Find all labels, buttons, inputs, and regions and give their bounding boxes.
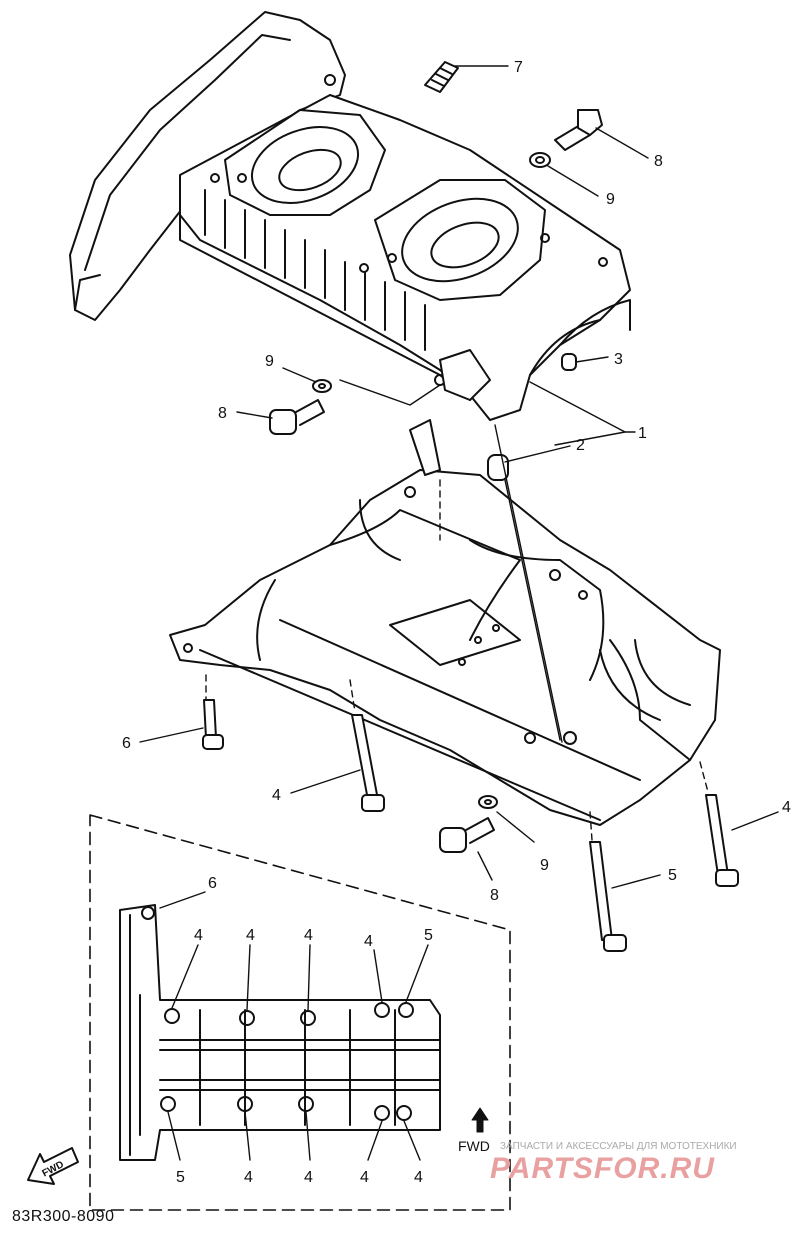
bolt-5	[589, 841, 627, 952]
callout-8: 8	[490, 887, 499, 904]
lower-crankcase	[169, 419, 721, 826]
callout-4: 4	[272, 787, 281, 804]
inset-callout-5: 5	[424, 927, 433, 944]
watermark-logo: PARTSFOR.RU	[490, 1152, 715, 1185]
callout-9: 9	[540, 857, 549, 874]
diagram-code: 83R300-8090	[12, 1208, 115, 1225]
callout-2: 2	[576, 437, 585, 454]
callout-6: 6	[208, 875, 217, 892]
inset-callout-4: 4	[244, 1169, 253, 1186]
callout-9: 9	[606, 191, 615, 208]
callout-7: 7	[514, 59, 523, 76]
callout-6: 6	[122, 735, 131, 752]
bolt-8-top	[554, 109, 603, 151]
callout-8: 8	[218, 405, 227, 422]
inset-bottom-view	[89, 814, 511, 1211]
callout-5: 5	[668, 867, 677, 884]
inset-callout-4: 4	[414, 1169, 423, 1186]
callout-4: 4	[782, 799, 791, 816]
washer-9-top	[529, 152, 551, 168]
callout-3: 3	[614, 351, 623, 368]
bolt-8-mid	[269, 399, 325, 435]
inset-callout-4: 4	[246, 927, 255, 944]
inset-callout-4: 4	[304, 927, 313, 944]
bolt-6	[202, 699, 224, 750]
plug-7	[424, 61, 459, 93]
upper-crankcase	[69, 11, 631, 421]
inset-callout-4: 4	[364, 933, 373, 950]
callout-8: 8	[654, 153, 663, 170]
bolt-4-left	[351, 714, 385, 812]
callout-1: 1	[638, 425, 647, 442]
bolt-8-low	[439, 817, 495, 853]
dowel-2	[487, 454, 509, 481]
fwd-label: FWD	[458, 1138, 490, 1154]
fwd-badge-arrow	[27, 1147, 79, 1185]
washer-9-low	[478, 795, 498, 809]
inset-callout-4: 4	[360, 1169, 369, 1186]
washer-9-mid	[312, 379, 332, 393]
inset-callout-5: 5	[176, 1169, 185, 1186]
callout-9: 9	[265, 353, 274, 370]
bolt-4-right	[705, 794, 739, 887]
inset-callout-4: 4	[304, 1169, 313, 1186]
dowel-3	[561, 353, 577, 371]
leader-lines	[139, 65, 779, 889]
watermark-tagline: ЗАПЧАСТИ И АКСЕССУАРЫ ДЛЯ МОТОТЕХНИКИ	[500, 1141, 737, 1152]
inset-callout-4: 4	[194, 927, 203, 944]
